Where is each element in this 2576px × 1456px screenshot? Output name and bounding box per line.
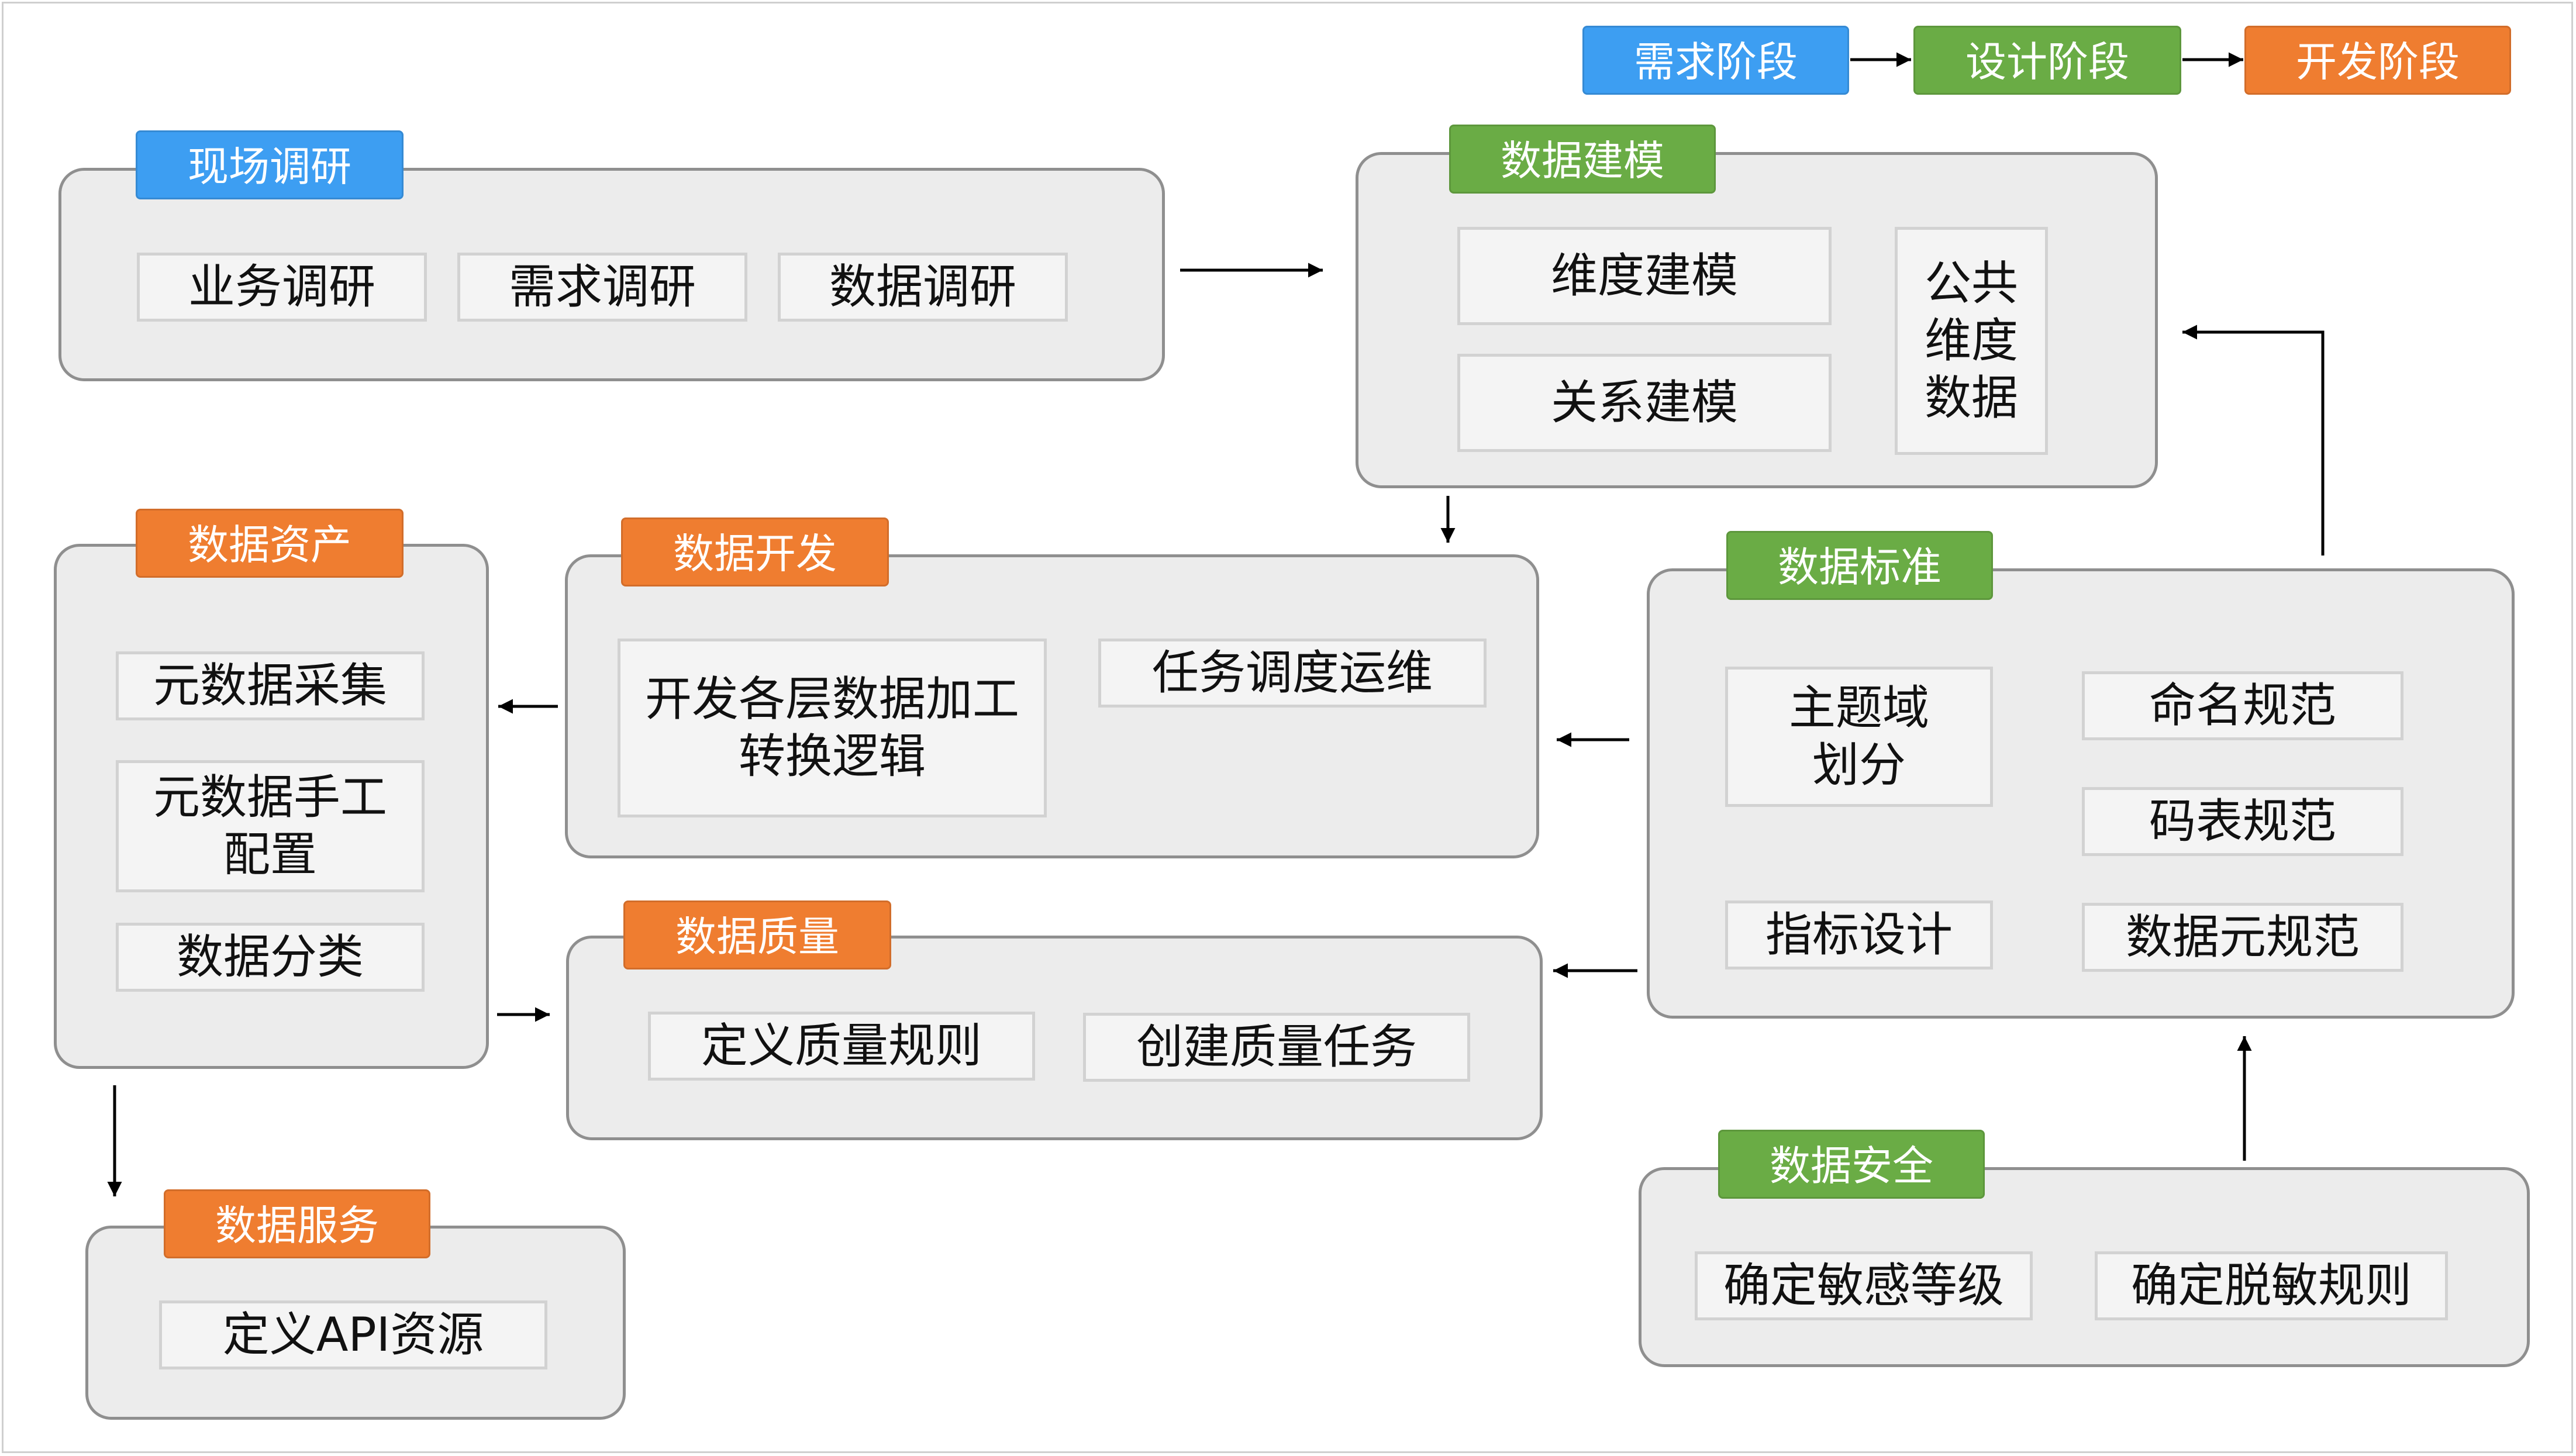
survey-item-requirement: 需求调研 — [457, 253, 747, 322]
standard-item-code-table-rules: 码表规范 — [2082, 787, 2403, 856]
service-title: 数据服务 — [164, 1189, 430, 1258]
security-item-sensitivity-level: 确定敏感等级 — [1695, 1251, 2033, 1320]
modeling-item-common-dimension: 公共 维度 数据 — [1895, 227, 2048, 455]
security-item-masking-rules: 确定脱敏规则 — [2095, 1251, 2448, 1320]
assets-item-metadata-collection: 元数据采集 — [116, 651, 425, 720]
standard-item-metric-design: 指标设计 — [1725, 900, 1993, 969]
dev-item-layer-processing-logic: 开发各层数据加工 转换逻辑 — [618, 639, 1047, 817]
survey-title: 现场调研 — [136, 130, 404, 199]
standard-title: 数据标准 — [1726, 531, 1993, 600]
arrow-standard-to-modeling — [2182, 325, 2325, 556]
security-title: 数据安全 — [1718, 1130, 1985, 1199]
standard-item-naming-rules: 命名规范 — [2082, 671, 2403, 740]
legend-development-stage: 开发阶段 — [2244, 26, 2511, 95]
dev-item-task-scheduling: 任务调度运维 — [1098, 639, 1487, 708]
standard-item-subject-domain: 主题域 划分 — [1725, 667, 1993, 807]
quality-item-define-rules: 定义质量规则 — [648, 1012, 1035, 1081]
legend-design-stage: 设计阶段 — [1913, 26, 2181, 95]
dev-title: 数据开发 — [621, 517, 889, 586]
service-item-define-api: 定义API资源 — [159, 1300, 547, 1369]
quality-item-create-tasks: 创建质量任务 — [1083, 1013, 1470, 1082]
standard-item-data-element-rules: 数据元规范 — [2082, 903, 2403, 972]
modeling-item-dimensional: 维度建模 — [1457, 227, 1832, 325]
legend-requirement-stage: 需求阶段 — [1582, 26, 1849, 95]
assets-title: 数据资产 — [136, 509, 404, 578]
assets-item-data-classification: 数据分类 — [116, 923, 425, 992]
survey-item-data: 数据调研 — [778, 253, 1068, 322]
quality-title: 数据质量 — [623, 900, 891, 969]
survey-item-business: 业务调研 — [137, 253, 427, 322]
assets-item-metadata-manual-config: 元数据手工 配置 — [116, 760, 425, 892]
modeling-item-relational: 关系建模 — [1457, 354, 1832, 452]
modeling-title: 数据建模 — [1449, 125, 1716, 194]
